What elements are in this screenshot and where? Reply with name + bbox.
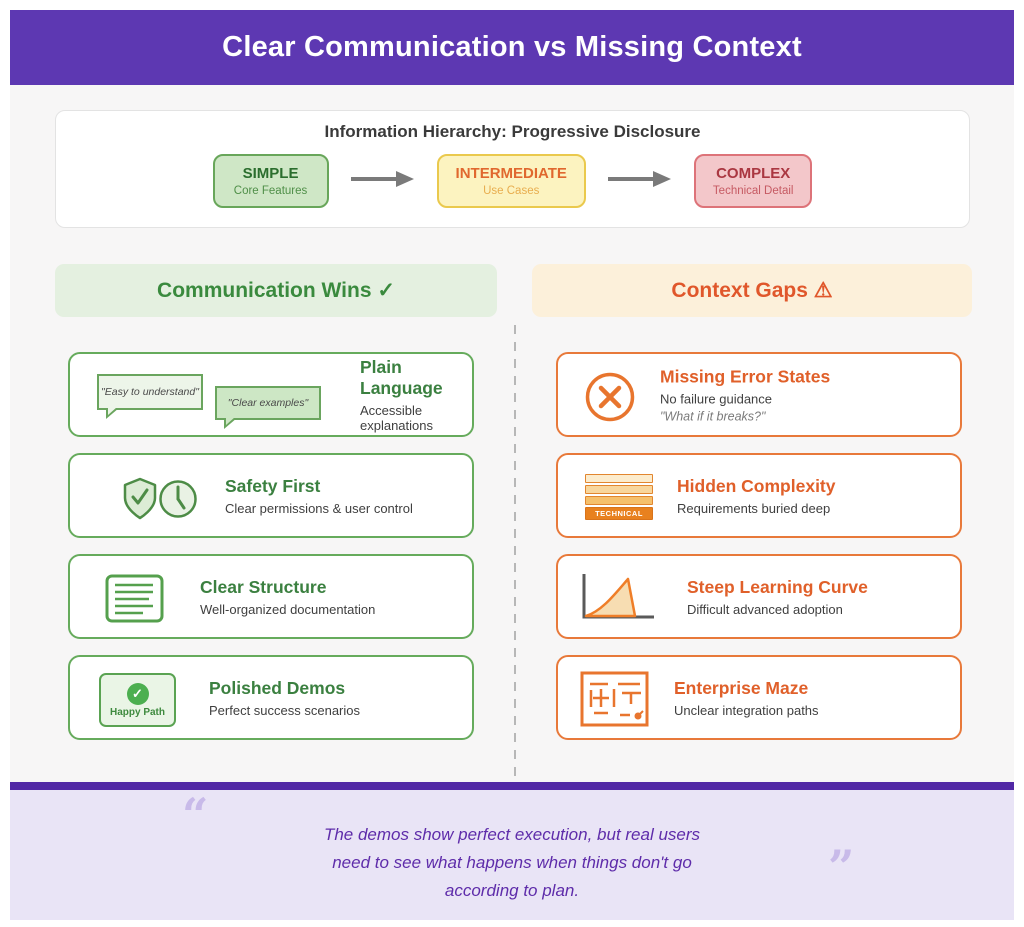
clock-icon [158, 479, 198, 524]
technical-layer-label: TECHNICAL [585, 507, 653, 520]
main-content: Information Hierarchy: Progressive Discl… [10, 85, 1014, 782]
card-subtitle: Requirements buried deep [677, 500, 831, 516]
card-clear-structure: Clear Structure Well-organized documenta… [68, 554, 474, 639]
column-header-context-gaps: Context Gaps ⚠ [532, 264, 972, 317]
card-missing-error-states: Missing Error States No failure guidance… [556, 352, 962, 437]
check-circle-icon: ✓ [126, 682, 149, 705]
page-title: Clear Communication vs Missing Context [222, 31, 802, 63]
column-header-communication-wins: Communication Wins ✓ [55, 264, 497, 317]
card-polished-demos: ✓ Happy Path Polished Demos Perfect succ… [68, 655, 474, 740]
card-subtitle: Well-organized documentation [200, 601, 376, 617]
card-steep-learning-curve: Steep Learning Curve Difficult advanced … [556, 554, 962, 639]
card-hidden-complexity: TECHNICAL Hidden Complexity Requirements… [556, 453, 962, 538]
close-quote-icon: ” [828, 840, 855, 894]
footer-quote: The demos show perfect execution, but re… [10, 790, 1014, 920]
card-enterprise-maze: Enterprise Maze Unclear integration path… [556, 655, 962, 740]
stage-sublabel: Use Cases [483, 185, 540, 197]
card-title: Enterprise Maze [674, 677, 809, 698]
card-title: Steep Learning Curve [687, 576, 868, 597]
error-x-circle-icon [584, 371, 636, 428]
quote-line: according to plan. [444, 881, 580, 900]
flow-arrow-icon [350, 170, 415, 193]
flow-arrow-icon [607, 170, 672, 193]
stage-complex: COMPLEX Technical Detail [693, 154, 813, 208]
stage-sublabel: Core Features [233, 185, 308, 197]
hierarchy-flow: SIMPLE Core Features INTERMEDIATE Use Ca… [56, 154, 969, 208]
card-title: Clear Structure [200, 576, 327, 597]
card-subtitle: Perfect success scenarios [209, 702, 361, 718]
shield-check-icon [122, 477, 158, 526]
card-title: Missing Error States [660, 366, 831, 386]
footer-divider [10, 782, 1014, 790]
card-plain-language: "Easy to understand" "Clear examples" Pl… [68, 352, 474, 437]
column-divider [514, 325, 516, 782]
card-quote: "What if it breaks?" [660, 409, 766, 423]
speech-bubble-icon: "Clear examples" [215, 386, 321, 429]
stage-label: SIMPLE [242, 165, 299, 182]
happy-path-badge: ✓ Happy Path [99, 673, 176, 727]
stage-simple: SIMPLE Core Features [212, 154, 329, 208]
card-title: Polished Demos [209, 677, 346, 698]
header-banner: Clear Communication vs Missing Context [10, 10, 1014, 85]
hierarchy-panel: Information Hierarchy: Progressive Discl… [55, 110, 970, 228]
quote-line: need to see what happens when things don… [332, 853, 692, 872]
quote-line: The demos show perfect execution, but re… [323, 825, 701, 844]
document-lines-icon [105, 574, 164, 628]
hierarchy-title: Information Hierarchy: Progressive Discl… [324, 122, 701, 141]
bubble-text: "Clear examples" [227, 397, 309, 409]
stage-label: COMPLEX [716, 165, 791, 182]
card-subtitle: Unclear integration paths [674, 702, 819, 718]
card-subtitle: Clear permissions & user control [225, 500, 413, 516]
stacked-layers-icon: TECHNICAL [585, 474, 653, 520]
stage-intermediate: INTERMEDIATE Use Cases [436, 154, 586, 208]
card-subtitle: Difficult advanced adoption [687, 601, 843, 617]
stage-sublabel: Technical Detail [712, 185, 794, 197]
footer-quote-panel: “ The demos show perfect execution, but … [10, 790, 1014, 920]
card-title: Hidden Complexity [677, 475, 836, 496]
card-subtitle: No failure guidance [660, 391, 773, 406]
card-subtitle: Accessible explanations [360, 402, 433, 433]
bubble-text: "Easy to understand" [101, 386, 199, 398]
stage-label: INTERMEDIATE [455, 165, 567, 182]
speech-bubble-icon: "Easy to understand" [97, 374, 203, 419]
learning-curve-chart-icon [575, 572, 657, 627]
card-title: Safety First [225, 475, 321, 496]
card-title: Plain Language [360, 356, 443, 398]
card-safety-first: Safety First Clear permissions & user co… [68, 453, 474, 538]
badge-label: Happy Path [109, 706, 165, 718]
maze-icon [580, 671, 649, 732]
